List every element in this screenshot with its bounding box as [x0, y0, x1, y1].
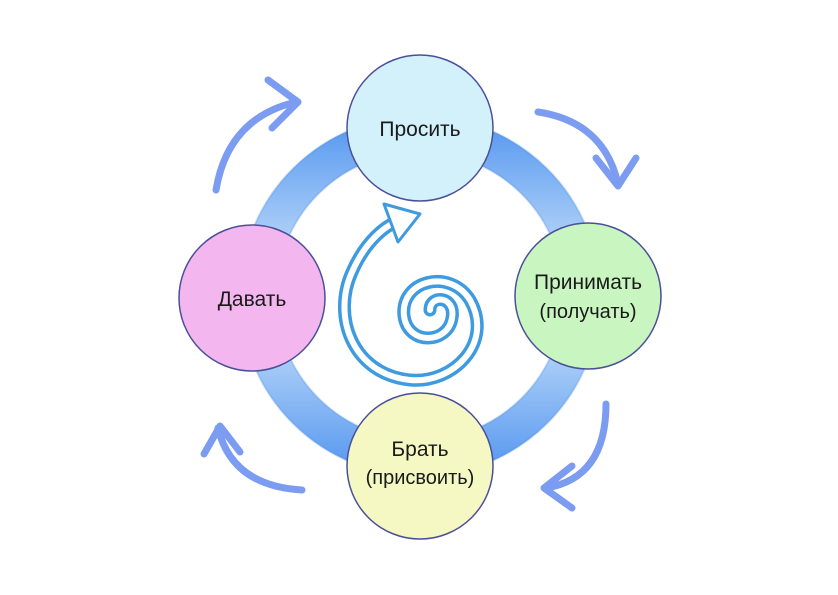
- outer-arrows: [200, 76, 640, 512]
- node-prosit: Просить: [346, 54, 494, 202]
- node-circle: [346, 392, 494, 540]
- arrow-prosit-to-prinimat: [534, 108, 622, 188]
- node-label: Просить: [379, 118, 460, 141]
- node-circle: [178, 224, 326, 372]
- node-label: Давать: [218, 288, 287, 311]
- node-circle: [514, 222, 662, 370]
- arrow-davat-to-prosit: [212, 98, 300, 194]
- arrow-head-icon: [264, 76, 302, 132]
- arrow-brat-to-davat: [214, 424, 306, 494]
- arrow-head-icon: [540, 462, 576, 512]
- node-sublabel: (получать): [539, 301, 636, 323]
- node-prinimat: Принимать (получать): [514, 222, 662, 370]
- arrow-head-icon: [592, 154, 640, 190]
- arrow-prinimat-to-brat: [542, 400, 610, 492]
- node-label: Брать: [391, 438, 448, 461]
- node-sublabel: (присвоить): [366, 467, 475, 489]
- node-brat: Брать (присвоить): [346, 392, 494, 540]
- node-davat: Давать: [178, 224, 326, 372]
- arrow-head-icon: [200, 422, 244, 458]
- spiral-icon: [338, 202, 484, 387]
- node-label: Принимать: [534, 271, 642, 294]
- node-circle: [346, 54, 494, 202]
